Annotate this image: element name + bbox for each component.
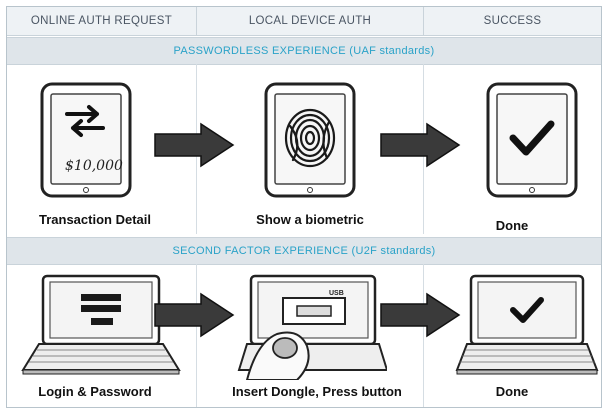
flow-arrow xyxy=(379,292,461,338)
flow-diagram: ONLINE AUTH REQUEST LOCAL DEVICE AUTH SU… xyxy=(6,6,602,408)
caption-done-passwordless: Done xyxy=(495,218,529,233)
caption-login-password: Login & Password xyxy=(38,384,152,399)
tablet-fingerprint-illustration xyxy=(263,82,359,200)
column-header-success: SUCCESS xyxy=(483,15,542,27)
column-divider xyxy=(423,7,424,35)
column-header-local-device-auth: LOCAL DEVICE AUTH xyxy=(248,15,372,27)
tablet-transaction-illustration: $10,000 xyxy=(39,82,135,200)
laptop-login-illustration xyxy=(21,272,181,376)
column-divider xyxy=(196,7,197,35)
section-title-second-factor: SECOND FACTOR EXPERIENCE (U2F standards) xyxy=(7,237,601,265)
column-header-row: ONLINE AUTH REQUEST LOCAL DEVICE AUTH SU… xyxy=(7,7,601,36)
section-title-passwordless: PASSWORDLESS EXPERIENCE (UAF standards) xyxy=(7,37,601,65)
column-divider xyxy=(196,264,197,407)
transaction-amount: $10,000 xyxy=(65,158,123,174)
caption-show-biometric: Show a biometric xyxy=(256,212,364,227)
passwordless-section: $10,000 Transaction Detail xyxy=(7,64,601,234)
column-header-online-auth: ONLINE AUTH REQUEST xyxy=(30,15,173,27)
caption-transaction-detail: Transaction Detail xyxy=(39,212,151,227)
flow-arrow xyxy=(153,292,235,338)
usb-label: USB xyxy=(329,290,344,297)
tablet-checkmark-illustration xyxy=(485,82,581,200)
laptop-dongle-illustration: USB xyxy=(237,272,387,380)
caption-insert-dongle: Insert Dongle, Press button xyxy=(232,384,402,399)
caption-done-second-factor: Done xyxy=(495,384,529,399)
laptop-checkmark-illustration xyxy=(455,272,599,376)
second-factor-section: Login & Password USB Insert Dongle, Pres… xyxy=(7,264,601,407)
column-divider xyxy=(423,264,424,407)
flow-arrow xyxy=(379,122,461,168)
flow-arrow xyxy=(153,122,235,168)
